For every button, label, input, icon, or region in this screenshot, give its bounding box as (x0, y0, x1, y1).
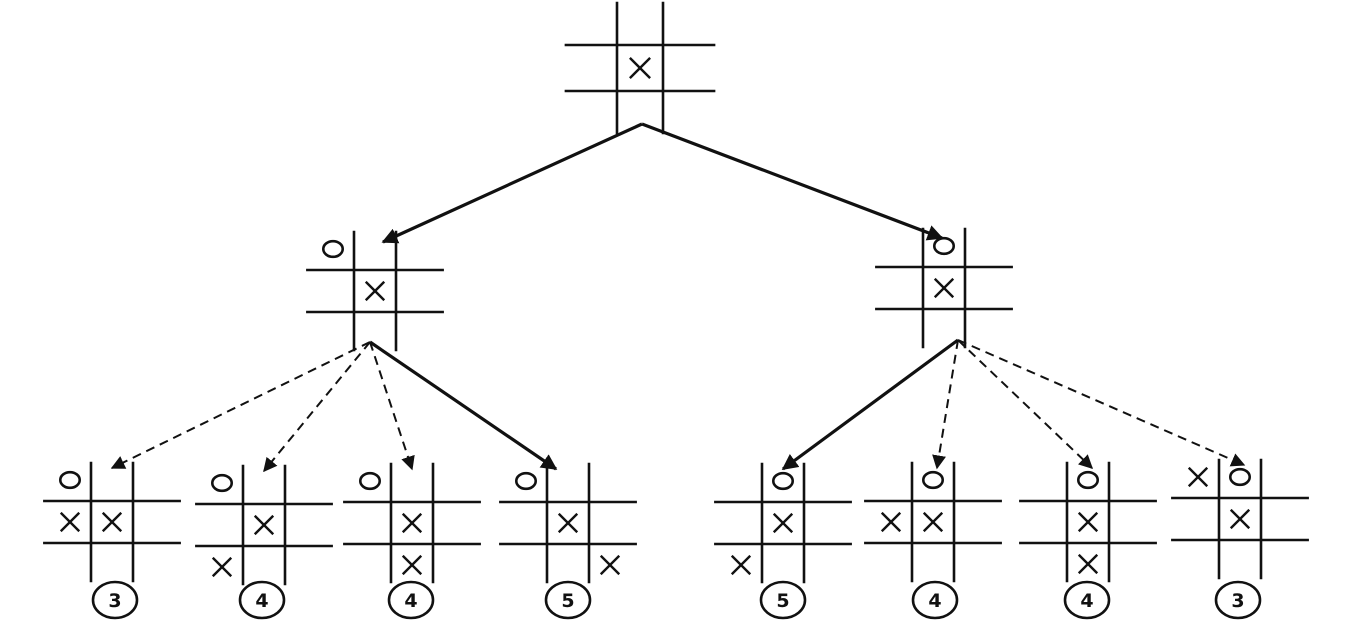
score-badge: 5 (544, 580, 592, 620)
edge-level1-2-to-leaf-7 (957, 339, 1094, 469)
x-mark (364, 280, 386, 302)
scores-layer: 3 4 4 5 5 4 4 3 (91, 580, 1262, 620)
x-mark (1077, 511, 1099, 533)
edge-root-to-child-1 (381, 122, 643, 244)
score-circle (91, 580, 139, 620)
board-leaf-8 (1171, 458, 1309, 580)
x-mark (772, 512, 794, 534)
score-value: 4 (404, 590, 417, 612)
score-badge: 4 (238, 580, 286, 620)
board-leaf-1 (43, 461, 181, 583)
score-badge: 3 (1214, 580, 1262, 620)
score-value: 5 (561, 590, 574, 612)
edge-level1-2-to-leaf-8 (957, 339, 1246, 467)
score-circle (387, 580, 435, 620)
edges-layer (110, 122, 1246, 473)
edge-level1-1-to-leaf-2 (263, 341, 371, 473)
board-leaf-6 (864, 461, 1002, 583)
x-mark (253, 514, 275, 536)
o-mark (321, 239, 345, 259)
board-leaf-3 (343, 462, 481, 584)
score-value: 4 (1080, 590, 1093, 612)
o-mark (771, 471, 795, 491)
score-badge: 4 (911, 580, 959, 620)
boards-layer (43, 1, 1309, 586)
x-mark (59, 511, 81, 533)
score-circle (1063, 580, 1111, 620)
o-mark (210, 473, 234, 493)
o-mark (514, 471, 538, 491)
score-value: 4 (255, 590, 268, 612)
x-mark (629, 57, 651, 79)
x-mark (211, 556, 233, 578)
x-mark (101, 511, 123, 533)
edge-root-to-child-2 (641, 122, 944, 241)
o-mark (358, 471, 382, 491)
score-value: 3 (108, 590, 121, 612)
o-mark (1076, 470, 1100, 490)
x-mark (933, 277, 955, 299)
x-mark (1229, 508, 1251, 530)
x-mark (880, 511, 902, 533)
x-mark (922, 511, 944, 533)
o-mark (1228, 467, 1252, 487)
board-level1-2 (875, 227, 1013, 349)
edge-level1-1-to-leaf-1 (110, 341, 371, 469)
score-circle (1214, 580, 1262, 620)
board-level1-1 (306, 230, 444, 352)
board-root (564, 1, 716, 135)
edge-level1-1-to-leaf-4 (369, 340, 558, 471)
edge-level1-2-to-leaf-5 (781, 338, 959, 471)
score-circle (544, 580, 592, 620)
x-mark (599, 554, 621, 576)
x-mark (730, 554, 752, 576)
board-leaf-5 (714, 462, 852, 584)
score-value: 4 (928, 590, 941, 612)
score-badge: 3 (91, 580, 139, 620)
x-mark (401, 512, 423, 534)
x-mark (401, 554, 423, 576)
o-mark (932, 236, 956, 256)
score-value: 3 (1231, 590, 1244, 612)
score-badge: 4 (387, 580, 435, 620)
score-value: 5 (776, 590, 789, 612)
score-badge: 5 (759, 580, 807, 620)
edge-level1-2-to-leaf-6 (932, 339, 959, 470)
o-mark (921, 470, 945, 490)
board-leaf-4 (499, 462, 637, 584)
x-mark (557, 512, 579, 534)
score-badge: 4 (1063, 580, 1111, 620)
board-leaf-7 (1019, 461, 1157, 583)
score-circle (911, 580, 959, 620)
x-mark (1187, 466, 1209, 488)
o-mark (58, 470, 82, 490)
score-circle (238, 580, 286, 620)
edge-level1-1-to-leaf-3 (369, 341, 415, 471)
score-circle (759, 580, 807, 620)
board-leaf-2 (195, 464, 333, 586)
x-mark (1077, 553, 1099, 575)
